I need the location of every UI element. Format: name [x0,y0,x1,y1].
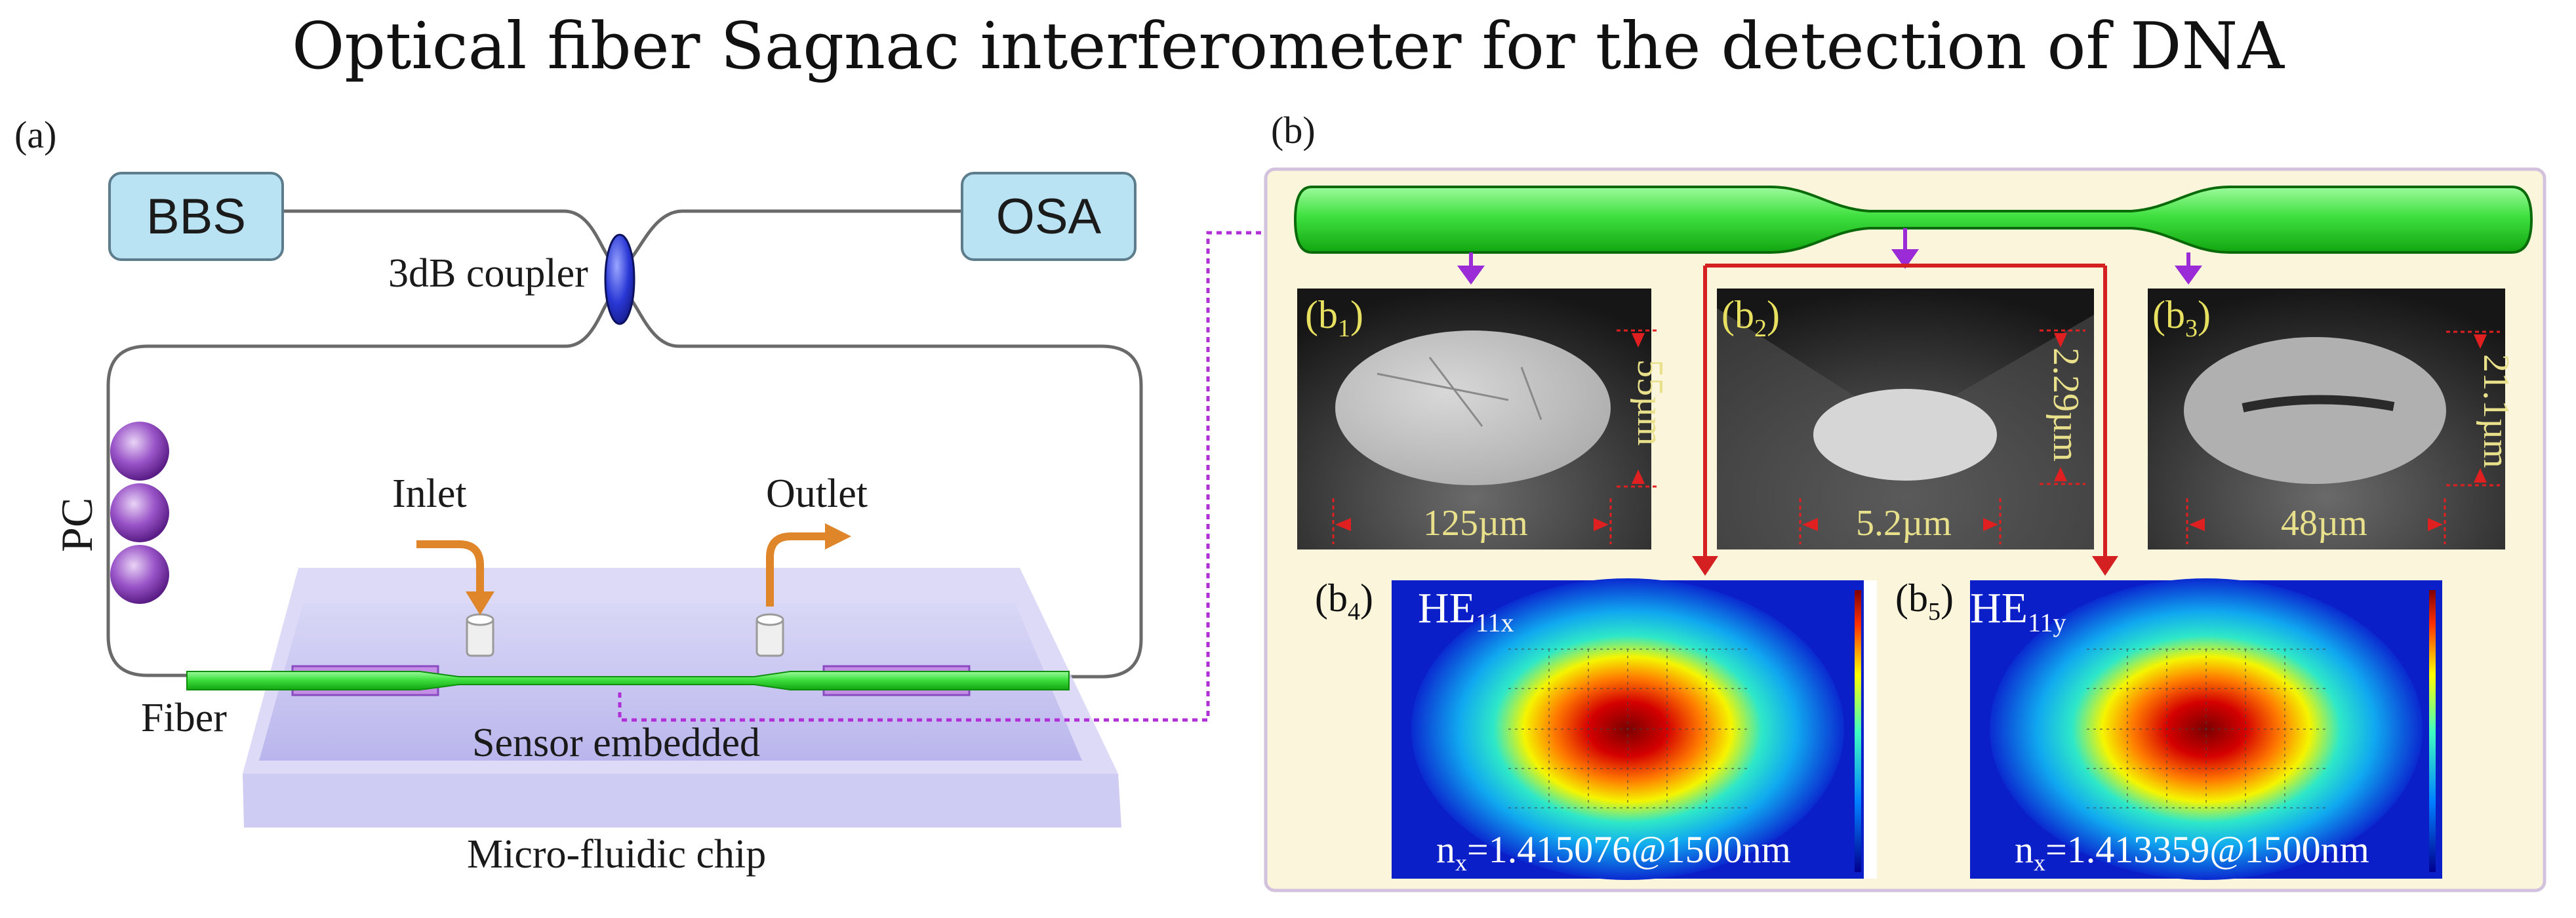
b2-width-label: 5.2µm [1856,503,1952,544]
b1-height-label: 55µm [1630,359,1670,446]
sensor-embedded-label: Sensor embedded [472,721,761,765]
red-arrowhead-right-icon [2092,556,2118,576]
inlet-tube-icon [466,613,494,657]
b4-label: (b4) [1315,576,1373,626]
b5-mode-label: HE11y [1970,584,2066,638]
b1-label: (b1) [1305,293,1363,342]
outlet-arrow-icon [766,532,828,607]
inlet-label: Inlet [392,471,467,516]
bbs-box: BBS [108,172,284,261]
b5-label: (b5) [1895,576,1954,626]
b3-height-label: 21.1µm [2476,354,2516,468]
b3-label: (b3) [2152,293,2211,342]
polarization-controller-icon [110,422,169,604]
b3-width-label: 48µm [2281,503,2367,544]
mode-field-b5 [1970,578,2442,880]
coupler-icon [604,233,635,325]
b2-label: (b2) [1721,293,1780,342]
red-arrowhead-left-icon [1692,556,1718,576]
sem-image-b2 [1717,289,2094,549]
sem-image-b1 [1297,289,1659,549]
microfluidic-chip [243,568,1121,828]
outlet-label: Outlet [766,471,868,516]
tapered-fiber-sensor [186,671,1070,690]
coupler-label: 3dB coupler [388,251,588,296]
b4-mode-label: HE11x [1418,584,1514,638]
sem-image-b3 [2148,289,2505,549]
red-routing-lines [1703,264,2107,557]
osa-box: OSA [961,172,1137,261]
fiber-label: Fiber [141,696,227,740]
inlet-arrow-icon [416,540,484,593]
b5-neff-label: nx=1.413359@1500nm [2015,828,2369,876]
dotted-connector-icon [618,231,1279,722]
mode-field-b4 [1392,578,1877,880]
panel-b-label: (b) [1271,109,1316,151]
optical-path-lines [106,209,1143,679]
tapered-fiber-main [1293,186,2533,254]
section-arrows [1457,228,2202,285]
b2-height-label: 2.29µm [2045,348,2086,462]
panel-a-label: (a) [14,113,57,156]
figure-title: Optical fiber Sagnac interferometer for … [291,9,2285,84]
b1-width-label: 125µm [1423,503,1528,544]
outlet-tube-icon [755,613,784,657]
microfluidic-chip-label: Micro-fluidic chip [467,832,767,877]
pc-label: PC [52,497,102,552]
inlet-arrowhead-icon [466,591,494,615]
outlet-arrowhead-icon [825,523,851,549]
b4-neff-label: nx=1.415076@1500nm [1436,828,1791,876]
